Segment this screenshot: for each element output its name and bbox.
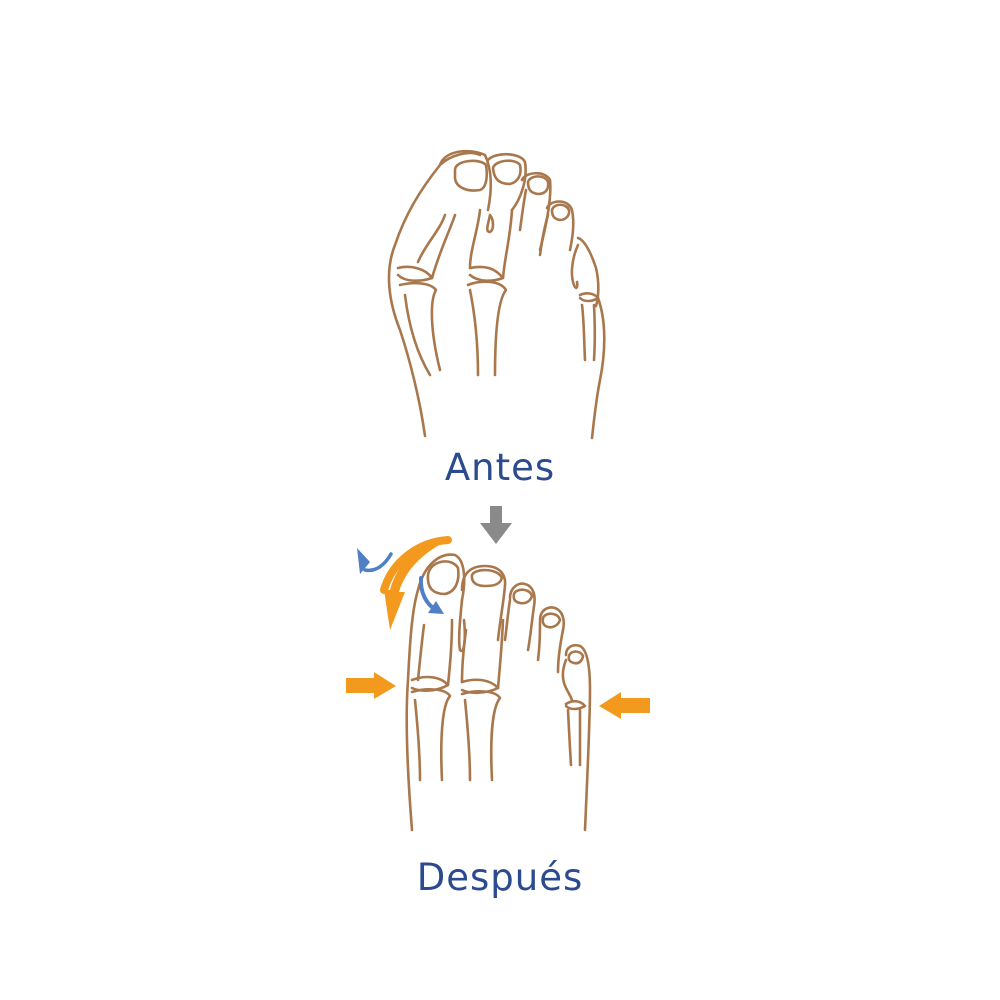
- after-label: Después: [416, 856, 584, 899]
- before-label: Antes: [444, 446, 556, 489]
- after-foot-drawing: [405, 553, 592, 832]
- blue-rotation-arrow-left: [363, 552, 393, 573]
- before-foot-drawing: [387, 149, 606, 440]
- curved-correction-arrow-shaft: [380, 536, 452, 594]
- blue-arrowhead-right: [428, 601, 444, 614]
- right-compression-arrow: [599, 692, 650, 719]
- left-compression-arrow: [346, 672, 396, 699]
- blue-arrowhead-left: [357, 548, 370, 574]
- curved-correction-arrow: [384, 540, 448, 630]
- downward-pressure-arrow: [480, 506, 512, 544]
